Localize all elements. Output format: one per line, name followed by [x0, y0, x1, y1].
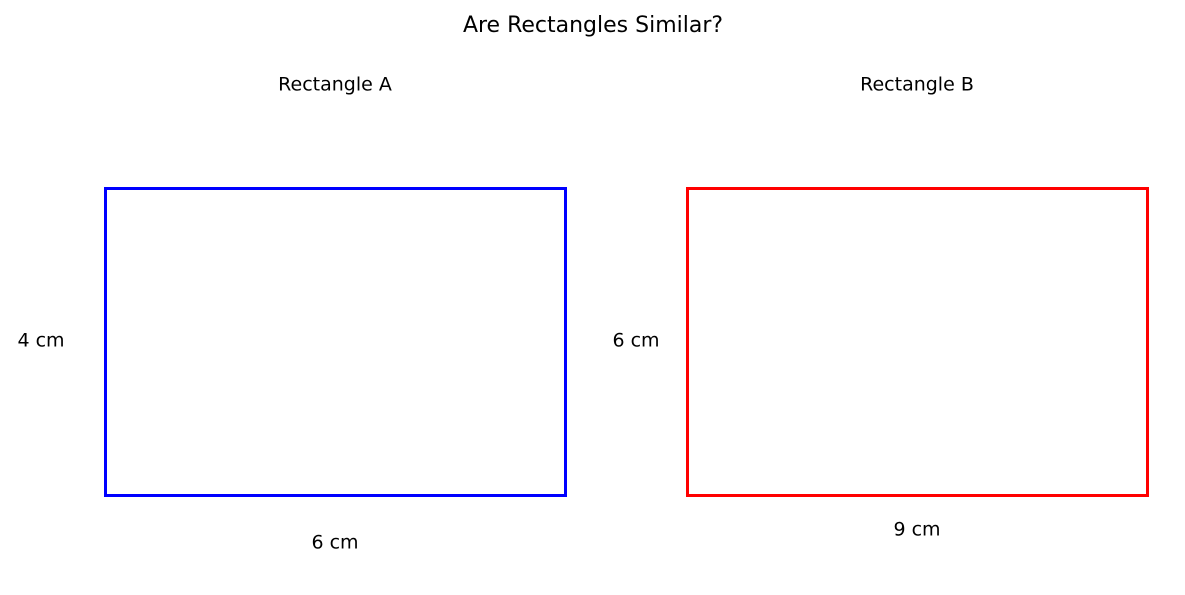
rectangle-b-height-label: 6 cm: [612, 329, 660, 352]
rectangle-a-shape: [104, 187, 567, 497]
rectangle-a-height-label: 4 cm: [17, 329, 65, 352]
rectangle-a-title: Rectangle A: [278, 73, 392, 96]
rectangle-b-width-label: 9 cm: [893, 518, 941, 541]
rectangle-a-width-label: 6 cm: [311, 531, 359, 554]
rectangle-b-shape: [686, 187, 1149, 497]
rectangle-b-title: Rectangle B: [860, 73, 974, 96]
figure-title: Are Rectangles Similar?: [462, 13, 724, 38]
